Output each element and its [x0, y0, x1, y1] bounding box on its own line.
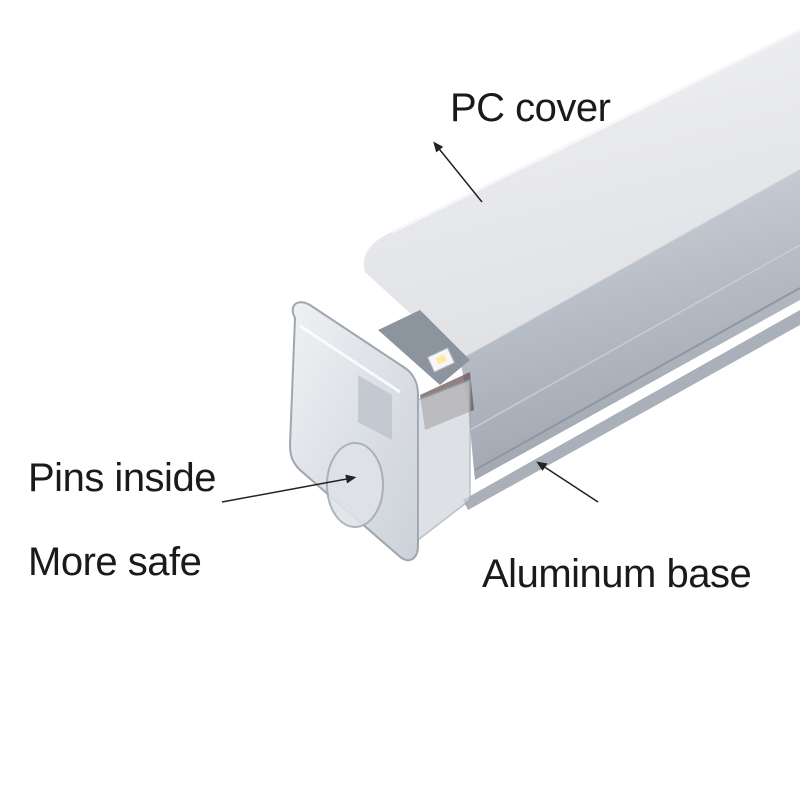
pins-inside-label: Pins inside: [28, 456, 216, 500]
pc-cover-label: PC cover: [450, 86, 611, 130]
aluminum-base: [460, 170, 800, 510]
end-cap: [288, 301, 471, 562]
pins-inside-arrow: [221, 474, 357, 503]
aluminum-base-arrow: [536, 461, 599, 503]
pc-cover-arrow: [433, 141, 483, 203]
more-safe-label: More safe: [28, 540, 202, 584]
aluminum-base-label: Aluminum base: [482, 552, 752, 596]
